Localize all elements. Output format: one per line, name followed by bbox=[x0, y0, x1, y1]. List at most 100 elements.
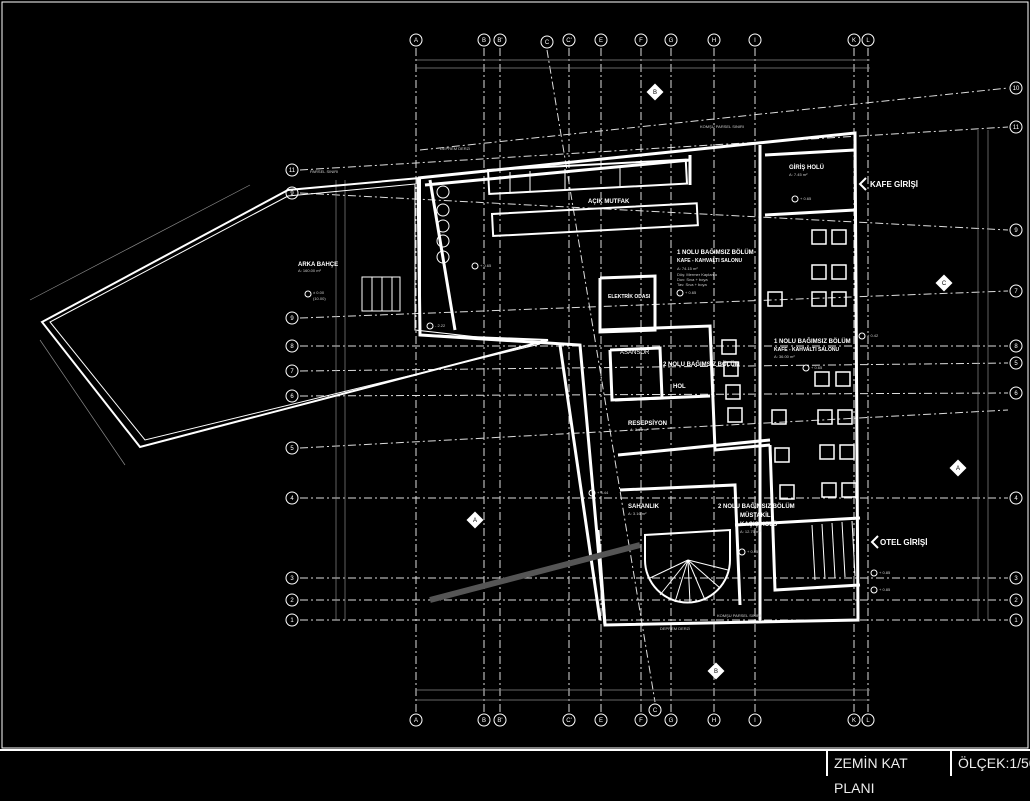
axis-bubble: I bbox=[748, 713, 762, 727]
elevation-marker: - 2.22 bbox=[426, 322, 446, 330]
svg-text:KOMŞU PARSEL SINIRI: KOMŞU PARSEL SINIRI bbox=[717, 613, 761, 618]
svg-text:8: 8 bbox=[1014, 344, 1018, 350]
svg-text:DEPREM DERZİ: DEPREM DERZİ bbox=[660, 626, 690, 631]
elevation-marker: + 0.65 bbox=[791, 195, 812, 203]
elevation-marker: + 0.65 bbox=[676, 289, 697, 297]
svg-text:11: 11 bbox=[1013, 125, 1020, 131]
svg-text:5: 5 bbox=[1014, 361, 1018, 367]
svg-text:G: G bbox=[669, 38, 674, 44]
axis-bubble: 11 bbox=[285, 163, 299, 177]
elevation-markers: ± 0.00(10.00) + 0.65 + 0.65 + 0.65 + 0.6… bbox=[304, 195, 891, 594]
axis-bubble: 7 bbox=[1009, 284, 1023, 298]
axis-bubble: 9 bbox=[285, 311, 299, 325]
svg-text:B: B bbox=[482, 38, 486, 44]
svg-text:1: 1 bbox=[290, 618, 294, 624]
axis-bubble: 4 bbox=[285, 491, 299, 505]
svg-text:1: 1 bbox=[1014, 618, 1018, 624]
elevation-marker: + 0.65 bbox=[471, 262, 492, 270]
svg-text:A: 36.00 m²: A: 36.00 m² bbox=[774, 354, 795, 359]
axis-bubble: C' bbox=[562, 33, 576, 47]
svg-text:+ 0.85: + 0.85 bbox=[879, 587, 891, 592]
axis-bubble: 11 bbox=[1009, 120, 1023, 134]
section-mark: A bbox=[466, 511, 484, 529]
svg-text:+ 0.65: + 0.65 bbox=[811, 365, 823, 370]
svg-text:B: B bbox=[653, 90, 657, 96]
room-label-back-garden: ARKA BAHÇE bbox=[298, 262, 338, 268]
svg-text:A: 160.00 m²: A: 160.00 m² bbox=[298, 268, 322, 273]
axis-bubble: G bbox=[664, 33, 678, 47]
axis-bubbles-right: 10 11 9 7 8 5 6 4 3 2 1 bbox=[1009, 81, 1023, 627]
svg-text:11: 11 bbox=[289, 168, 296, 174]
svg-text:A: A bbox=[473, 518, 477, 524]
axis-bubble: 8 bbox=[285, 339, 299, 353]
svg-text:H: H bbox=[712, 718, 716, 724]
title-block bbox=[0, 749, 1030, 778]
room-label-unit2: 2 NOLU BAĞIMSIZ BÖLÜM bbox=[663, 360, 740, 368]
axis-bubble: K bbox=[847, 33, 861, 47]
svg-text:(10.00): (10.00) bbox=[313, 296, 326, 301]
svg-text:KAÇIŞ HOLÜ: KAÇIŞ HOLÜ bbox=[740, 521, 777, 528]
svg-text:A: 3.66 m²: A: 3.66 m² bbox=[630, 427, 649, 432]
svg-text:+ 3.44: + 3.44 bbox=[597, 490, 609, 495]
svg-text:- 2.22: - 2.22 bbox=[435, 323, 446, 328]
svg-text:B: B bbox=[714, 669, 718, 675]
svg-text:DEPREM DERZİ: DEPREM DERZİ bbox=[440, 146, 470, 151]
drawing-title: ZEMİN KAT PLANI bbox=[826, 751, 952, 796]
svg-text:PARSEL SINIRI: PARSEL SINIRI bbox=[310, 169, 338, 174]
svg-text:8: 8 bbox=[290, 344, 294, 350]
axis-bubble: 10 bbox=[1009, 81, 1023, 95]
axis-bubble: 5 bbox=[1009, 356, 1023, 370]
axis-bubble: 8 bbox=[1009, 339, 1023, 353]
svg-text:+ 0.65: + 0.65 bbox=[800, 196, 812, 201]
axis-bubble: G bbox=[664, 713, 678, 727]
axis-bubble: 7 bbox=[285, 364, 299, 378]
elevation-marker: + 0.42 bbox=[858, 332, 879, 340]
vertical-grid-lines bbox=[415, 48, 869, 712]
room-label-escape: 2 NOLU BAĞIMSIZ BÖLÜM bbox=[718, 502, 795, 510]
axis-bubble: A bbox=[409, 33, 423, 47]
axis-bubble: 9 bbox=[285, 186, 299, 200]
room-label-kitchen: AÇIK MUTFAK bbox=[588, 199, 630, 205]
svg-text:Tav: Sıva + boya: Tav: Sıva + boya bbox=[677, 282, 707, 287]
axis-bubble: 2 bbox=[285, 593, 299, 607]
elevation-marker: + 0.85 bbox=[870, 569, 891, 577]
svg-text:A: A bbox=[414, 38, 418, 44]
axis-bubble: 3 bbox=[285, 571, 299, 585]
axis-bubble: C' bbox=[562, 713, 576, 727]
axis-bubble: B bbox=[477, 713, 491, 727]
svg-text:4: 4 bbox=[290, 496, 294, 502]
svg-text:C': C' bbox=[566, 718, 571, 724]
svg-text:A: A bbox=[956, 466, 960, 472]
svg-text:B: B bbox=[482, 718, 486, 724]
svg-text:+ 0.65: + 0.65 bbox=[480, 263, 492, 268]
spiral-staircase bbox=[644, 528, 731, 604]
axis-bubble: H bbox=[707, 713, 721, 727]
svg-text:C': C' bbox=[566, 38, 571, 44]
svg-text:B': B' bbox=[497, 38, 502, 44]
axis-bubble: A bbox=[409, 713, 423, 727]
axis-bubble: E bbox=[594, 33, 608, 47]
svg-text:H: H bbox=[712, 38, 716, 44]
axis-bubble: 6 bbox=[285, 389, 299, 403]
svg-text:9: 9 bbox=[290, 191, 294, 197]
room-label-cafe-2: 1 NOLU BAĞIMSIZ BÖLÜM bbox=[774, 337, 851, 345]
svg-text:K: K bbox=[852, 718, 856, 724]
svg-text:KAFE - KAHVALTI SALONU: KAFE - KAHVALTI SALONU bbox=[774, 347, 839, 353]
drawing-frame bbox=[1, 1, 1029, 749]
axis-bubble: L bbox=[861, 33, 875, 47]
svg-text:A: 7.45 m²: A: 7.45 m² bbox=[789, 172, 808, 177]
svg-text:KOMŞU PARSEL SINIRI: KOMŞU PARSEL SINIRI bbox=[700, 124, 744, 129]
axis-bubble: 9 bbox=[1009, 223, 1023, 237]
room-label-hall: HOL bbox=[673, 384, 686, 390]
room-label-landing: SAHANLIK bbox=[628, 504, 660, 510]
entrance-arrow-icon bbox=[870, 535, 879, 549]
axis-bubble: B' bbox=[493, 33, 507, 47]
axis-bubble: 1 bbox=[1009, 613, 1023, 627]
svg-text:E: E bbox=[599, 38, 603, 44]
svg-text:B': B' bbox=[497, 718, 502, 724]
svg-text:I: I bbox=[754, 38, 756, 44]
axis-bubble: 2 bbox=[1009, 593, 1023, 607]
axis-bubble: H bbox=[707, 33, 721, 47]
svg-text:C: C bbox=[942, 281, 947, 287]
elevation-marker: ± 0.00(10.00) bbox=[304, 290, 326, 301]
